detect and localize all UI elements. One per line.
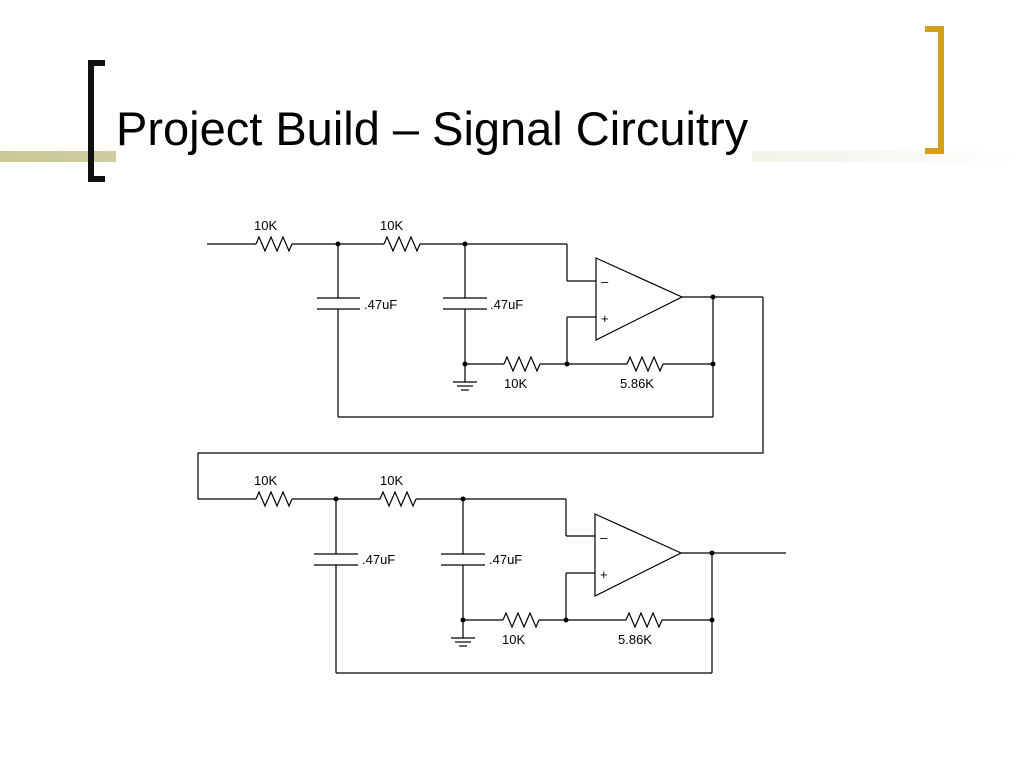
right-bracket-icon	[925, 26, 944, 154]
filter-stage-1: 10K 10K .47uF .47uF 10K	[207, 218, 763, 418]
inter-stage-wire	[197, 297, 764, 500]
resistor-ground	[502, 611, 540, 629]
resistor-input	[255, 490, 293, 508]
resistor-ground-label: 10K	[504, 376, 527, 391]
opamp-noninverting-sign: +	[601, 311, 609, 326]
opamp-inverting-sign: –	[600, 530, 608, 545]
resistor-feedback-label: 5.86K	[618, 632, 652, 647]
capacitor-1-label: .47uF	[362, 552, 395, 567]
filter-stage-2: 10K 10K .47uF .47uF 10K	[254, 473, 786, 674]
opamp-noninverting-sign: +	[600, 567, 608, 582]
resistor-feedback	[626, 355, 664, 373]
capacitor-1-label: .47uF	[364, 297, 397, 312]
capacitor-2-label: .47uF	[489, 552, 522, 567]
opamp-triangle	[594, 513, 683, 597]
opamp-triangle	[595, 257, 684, 341]
resistor-ground-label: 10K	[502, 632, 525, 647]
resistor-series	[379, 490, 417, 508]
resistor-input	[255, 235, 293, 253]
resistor-series-label: 10K	[380, 473, 403, 488]
resistor-series-label: 10K	[380, 218, 403, 233]
capacitor-2-label: .47uF	[490, 297, 523, 312]
left-bracket-icon	[88, 60, 105, 182]
resistor-series	[383, 235, 421, 253]
resistor-feedback-label: 5.86K	[620, 376, 654, 391]
opamp-inverting-sign: –	[601, 274, 609, 289]
resistor-input-label: 10K	[254, 218, 277, 233]
resistor-ground	[503, 355, 541, 373]
slide-title: Project Build – Signal Circuitry	[116, 96, 753, 162]
resistor-feedback	[625, 611, 663, 629]
resistor-input-label: 10K	[254, 473, 277, 488]
